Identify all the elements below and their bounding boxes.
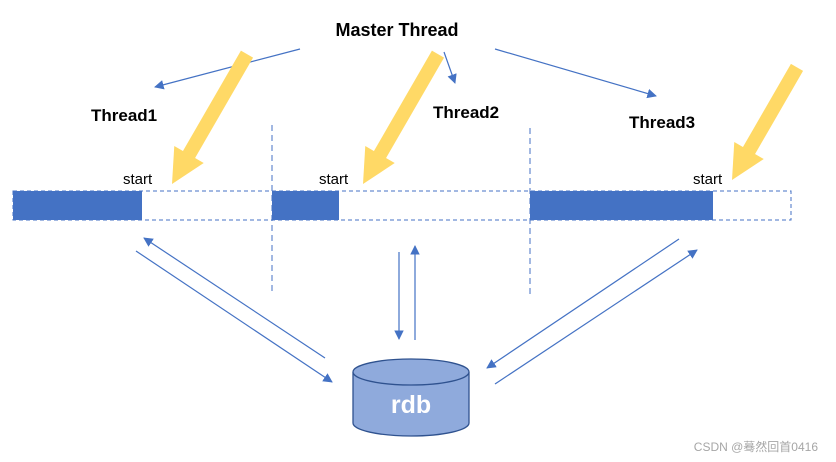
master-to-thread1-arrow [154,48,301,90]
thread3-processed-segment [530,191,713,220]
thread3-start-label: start [693,171,723,188]
pointer-arrow-thread1-icon [172,50,254,184]
thread1-start-label: start [123,171,153,188]
db-to-thread1-arrow [143,237,326,359]
pointer-arrow-thread2-icon [363,50,445,184]
thread3-to-db-arrow [486,238,680,369]
thread2-processed-segment [272,191,339,220]
thread1-processed-segment [13,191,142,220]
master-to-thread3-arrow [494,48,657,99]
thread3-label: Thread3 [629,113,695,132]
master-to-thread2-arrow [443,51,457,84]
thread1-label: Thread1 [91,106,157,125]
pointer-arrow-thread3-icon [732,63,804,180]
thread2-label: Thread2 [433,103,499,122]
thread2-start-label: start [319,171,349,188]
database-cylinder-icon [352,358,470,437]
master-thread-label: Master Thread [335,20,458,40]
thread1-to-db-arrow [135,250,333,383]
database-label: rdb [391,391,431,419]
db-to-thread3-arrow [494,249,698,385]
watermark-text: CSDN @蓦然回首0416 [694,439,819,454]
